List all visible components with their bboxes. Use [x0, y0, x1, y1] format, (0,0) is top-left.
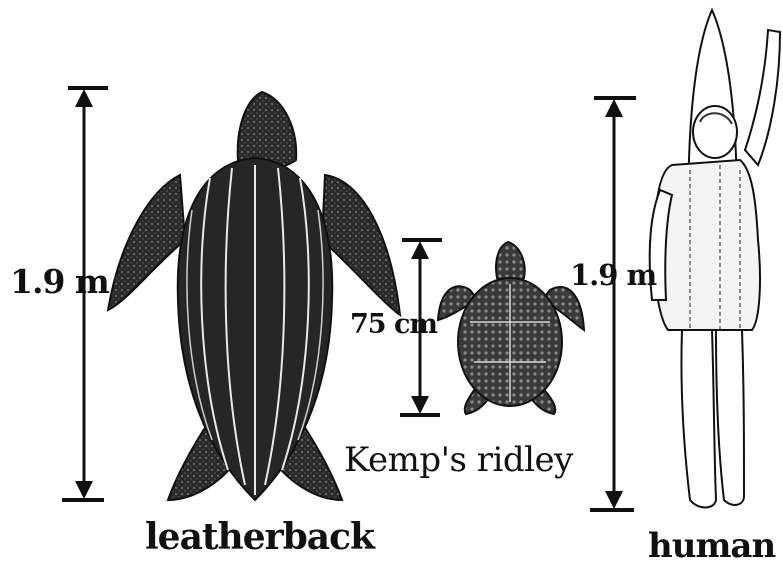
leatherback-height-label: 1.9 m [10, 262, 109, 301]
human-caption: human [648, 526, 775, 566]
human-height-label: 1.9 m [570, 258, 656, 292]
leatherback-caption: leatherback [145, 516, 374, 558]
leatherback-turtle-drawing [108, 92, 400, 500]
human-drawing [650, 10, 780, 508]
human-scale-bar [590, 98, 636, 510]
kemps-ridley-caption: Kemp's ridley [344, 440, 573, 480]
kemps-ridley-turtle-drawing [438, 242, 584, 414]
ridley-length-label: 75 cm [350, 309, 437, 340]
